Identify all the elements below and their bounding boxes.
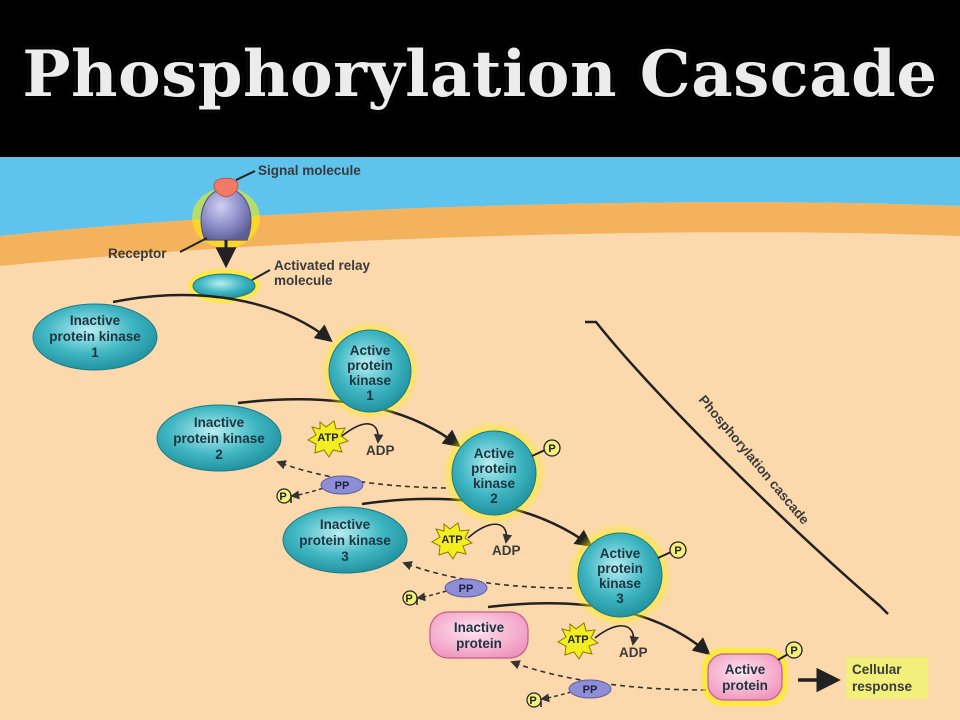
- relay-label-line1: Activated relay: [274, 258, 371, 273]
- pp-3: PP: [568, 679, 612, 699]
- active-protein: Active protein: [702, 648, 788, 706]
- svg-text:2: 2: [215, 447, 223, 462]
- svg-text:i: i: [415, 596, 418, 608]
- pi-release-arrow-2: [290, 483, 337, 500]
- dephos-arrow-protein: [510, 660, 707, 691]
- svg-text:protein: protein: [722, 678, 768, 693]
- active-protein-kinase-1: Active protein kinase 1: [320, 321, 420, 421]
- phosphate-protein: P: [785, 641, 803, 659]
- relay-label-line2: molecule: [274, 273, 333, 288]
- svg-text:protein: protein: [471, 461, 517, 476]
- svg-text:1: 1: [91, 345, 99, 360]
- pp-2: PP: [444, 578, 488, 598]
- pi-2: P i: [402, 590, 419, 608]
- svg-text:PP: PP: [335, 480, 350, 492]
- active-protein-kinase-3: Active protein kinase 3: [568, 523, 672, 627]
- svg-text:protein kinase: protein kinase: [49, 329, 141, 344]
- svg-text:2: 2: [490, 491, 498, 506]
- inactive-protein-kinase-3: Inactive protein kinase 3: [282, 506, 408, 574]
- svg-text:protein: protein: [347, 358, 393, 373]
- receptor: [192, 187, 260, 269]
- phosphate-2: P: [543, 439, 561, 457]
- signal-molecule-label: Signal molecule: [258, 163, 361, 178]
- pi-release-arrow-3: [416, 586, 461, 602]
- arrow-relay-to-kinase1: [112, 293, 333, 343]
- pp-1: PP: [320, 475, 364, 495]
- svg-text:3: 3: [341, 549, 349, 564]
- svg-text:i: i: [539, 698, 542, 710]
- svg-text:P: P: [548, 443, 555, 455]
- svg-text:Active: Active: [600, 546, 641, 561]
- signal-molecule: [213, 177, 239, 198]
- svg-text:response: response: [852, 679, 913, 694]
- svg-text:ATP: ATP: [567, 634, 588, 646]
- svg-text:P: P: [405, 593, 412, 605]
- atp-adp-arrow-1: [341, 423, 384, 444]
- svg-text:i: i: [289, 494, 292, 506]
- svg-text:protein kinase: protein kinase: [299, 533, 391, 548]
- svg-text:Cellular: Cellular: [852, 662, 902, 677]
- inactive-protein-kinase-2: Inactive protein kinase 2: [156, 404, 282, 472]
- svg-text:Active: Active: [725, 662, 766, 677]
- svg-text:kinase: kinase: [349, 373, 392, 388]
- svg-text:Inactive: Inactive: [70, 313, 121, 328]
- svg-text:protein kinase: protein kinase: [173, 431, 265, 446]
- atp-burst-1: ATP: [306, 420, 350, 458]
- adp-label-2: ADP: [492, 543, 521, 558]
- svg-text:1: 1: [366, 388, 374, 403]
- svg-text:kinase: kinase: [599, 576, 642, 591]
- inactive-protein: Inactive protein: [429, 611, 529, 659]
- svg-text:P: P: [279, 491, 286, 503]
- svg-text:kinase: kinase: [473, 476, 516, 491]
- title-bar: Phosphorylation Cascade: [0, 0, 960, 157]
- inactive-protein-kinase-1: Inactive protein kinase 1: [32, 303, 158, 371]
- svg-text:PP: PP: [459, 583, 474, 595]
- svg-text:P: P: [790, 645, 797, 657]
- svg-text:ATP: ATP: [317, 432, 338, 444]
- pi-release-arrow-protein: [540, 687, 586, 703]
- pi-1: P i: [276, 488, 293, 506]
- atp-burst-3: ATP: [556, 622, 600, 660]
- pi-3: P i: [526, 692, 543, 710]
- svg-text:Active: Active: [474, 446, 515, 461]
- cascade-bracket: [585, 320, 889, 615]
- svg-text:Inactive: Inactive: [194, 415, 245, 430]
- svg-text:3: 3: [616, 591, 624, 606]
- cellular-response-box: Cellular response: [846, 657, 928, 699]
- activated-relay-molecule: [188, 269, 260, 303]
- slide-title: Phosphorylation Cascade: [22, 37, 938, 112]
- receptor-label: Receptor: [108, 246, 167, 261]
- svg-text:Inactive: Inactive: [454, 620, 505, 635]
- phosphate-3: P: [669, 541, 687, 559]
- atp-burst-2: ATP: [430, 522, 474, 560]
- svg-text:ATP: ATP: [441, 534, 462, 546]
- active-protein-kinase-2: Active protein kinase 2: [442, 421, 546, 525]
- svg-text:P: P: [529, 695, 536, 707]
- adp-label-1: ADP: [366, 443, 395, 458]
- svg-text:protein: protein: [597, 561, 643, 576]
- svg-text:PP: PP: [583, 684, 598, 696]
- svg-text:Active: Active: [350, 343, 391, 358]
- svg-text:protein: protein: [456, 636, 502, 651]
- svg-text:Inactive: Inactive: [320, 517, 371, 532]
- adp-label-3: ADP: [619, 645, 648, 660]
- svg-text:P: P: [674, 545, 681, 557]
